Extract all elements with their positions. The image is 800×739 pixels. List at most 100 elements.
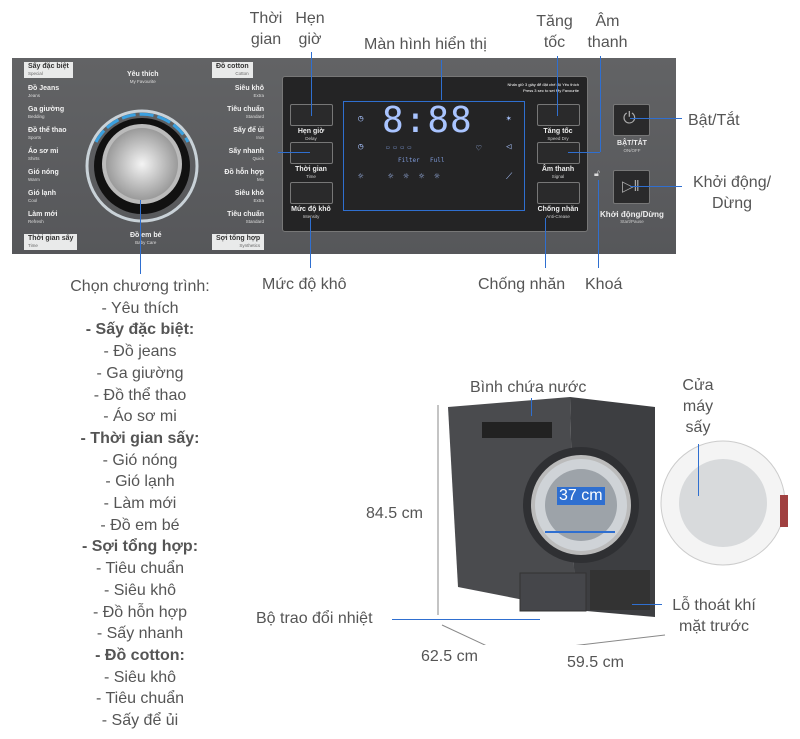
program-item: - Đồ jeans <box>103 343 177 361</box>
dryer-image <box>437 397 788 645</box>
program-option-sublabel: Cool <box>28 198 38 203</box>
callout-delay: Hẹn giờ <box>295 10 325 48</box>
dryness-level-icons: ☼☼☼☼ <box>388 172 450 182</box>
program-item: - Siêu khô <box>103 581 177 599</box>
favourite-hint-en: Press 3 sec to set My Favourite <box>522 88 579 93</box>
favourite-option-label: Yêu thích <box>127 71 159 78</box>
button-label-label: Mức độ khô <box>291 206 331 213</box>
program-option-label: Siêu khô <box>234 85 264 92</box>
program-dial[interactable] <box>82 106 202 226</box>
program-option-label: Đồ Jeans <box>28 85 60 92</box>
program-group-header-label: Sấy đặc biệt <box>28 63 69 70</box>
program-group-header-label: Thời gian sấy <box>28 235 74 242</box>
program-option-label: Siêu khô <box>234 190 264 197</box>
program-option-sublabel: Sports <box>28 135 42 140</box>
start-pause-label-en: Start/Pause <box>620 219 644 224</box>
control-button[interactable] <box>537 182 580 204</box>
lcd-screen: 8:88 ◷ ◷ ☼ ▭ ▭ ▭ ▭ Filter Full ☼☼☼☼ ♡ ✶ … <box>343 101 525 211</box>
program-option-sublabel: Iron <box>256 135 264 140</box>
program-option-label: Áo sơ mi <box>28 148 59 155</box>
program-item: - Siêu khô <box>103 668 177 686</box>
program-option-label: Gió lạnh <box>28 190 56 197</box>
program-group-header-sublabel: Cotton <box>235 71 249 76</box>
program-option-sublabel: Extra <box>253 198 264 203</box>
button-label-label: Hẹn giờ <box>297 128 325 135</box>
width-dimension: 59.5 cm <box>567 654 624 671</box>
program-item: - Sấy để ủi <box>101 712 179 730</box>
program-option-label: Đồ thể thao <box>28 127 67 134</box>
button-label-label: Thời gian <box>295 166 327 173</box>
program-group-header-sublabel: Synthetics <box>239 243 261 248</box>
callout-time: Thời gian <box>249 10 283 48</box>
callout-power: Bật/Tắt <box>688 112 740 129</box>
power-label-en: ON/OFF <box>623 148 641 153</box>
callout-display: Màn hình hiển thị <box>364 36 487 53</box>
program-group-header-label: Sợi tổng hợp <box>216 235 261 242</box>
control-button[interactable] <box>290 142 333 164</box>
callout-heat-exchanger: Bộ trao đổi nhiệt <box>256 610 373 627</box>
callout-dryness: Mức độ khô <box>262 276 347 293</box>
program-list: Chọn chương trình: - Yêu thích- Sấy đặc … <box>40 276 240 732</box>
program-item: - Đồ hỗn hợp <box>92 603 188 621</box>
program-option-sublabel: Bedding <box>28 114 45 119</box>
program-option-label: Đồ hỗn hợp <box>224 169 264 176</box>
power-button[interactable]: ⏻ <box>613 104 650 136</box>
callout-vent: Lỗ thoát khí mặt trước <box>672 597 756 635</box>
control-button[interactable] <box>290 182 333 204</box>
program-item: - Tiêu chuẩn <box>95 690 185 708</box>
full-indicator: Full <box>430 157 445 164</box>
anti-crease-icon: ⟋ <box>506 172 513 182</box>
program-option-sublabel: Quick <box>252 156 264 161</box>
button-label-label: Tăng tốc <box>543 128 573 135</box>
favourite-hint-vi: Nhấn giữ 3 giây để đặt chế độ Yêu thích <box>507 82 579 87</box>
control-button[interactable] <box>537 104 580 126</box>
button-label-label: Chống nhăn <box>537 206 579 213</box>
program-group-header-label: Đồ cotton <box>216 63 249 70</box>
power-icon: ⏻ <box>623 110 636 127</box>
favourite-option-sublabel: My Favourite <box>129 79 156 84</box>
program-option-label: Tiêu chuẩn <box>227 211 264 218</box>
program-option-sublabel: Extra <box>253 93 264 98</box>
program-option-label: Làm mới <box>28 211 58 218</box>
program-option-sublabel: Standard <box>245 114 264 119</box>
control-button[interactable] <box>537 142 580 164</box>
start-pause-button[interactable]: ▷‖ <box>613 170 650 204</box>
callout-sound: Âm thanh <box>587 13 628 51</box>
program-option-label: Sấy để ủi <box>233 127 264 134</box>
heart-icon: ♡ <box>476 144 482 154</box>
program-item: - Gió nóng <box>102 451 178 469</box>
baby-care-option-sublabel: Baby Care <box>135 240 157 245</box>
program-item: - Đồ thể thao <box>93 386 187 404</box>
button-label-label: Âm thanh <box>541 166 575 173</box>
program-option-sublabel: Jeans <box>28 93 41 98</box>
program-item: - Áo sơ mi <box>103 408 177 426</box>
program-item: - Yêu thích <box>101 299 179 317</box>
program-item: - Ga giường <box>96 364 184 382</box>
callout-tank: Bình chứa nước <box>470 379 587 396</box>
program-option-label: Tiêu chuẩn <box>227 106 264 113</box>
program-item: - Đồ em bé <box>100 516 180 534</box>
